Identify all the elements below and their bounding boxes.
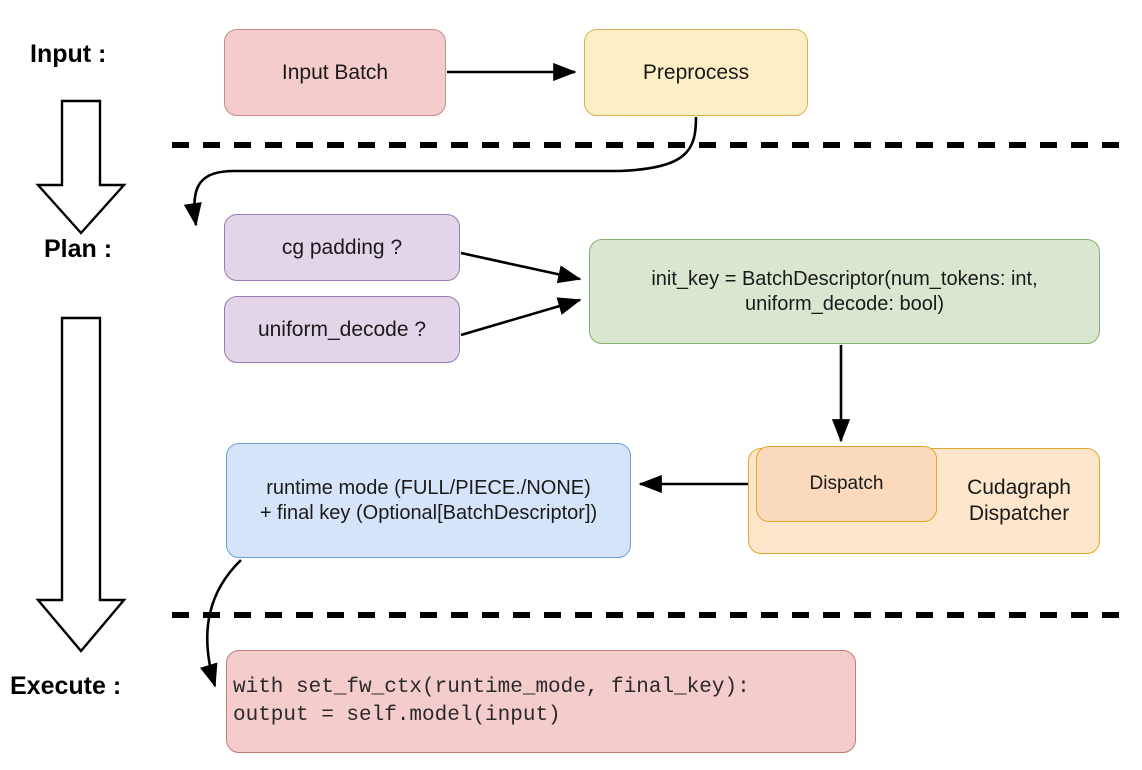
edge-uniform-decode-to-init-key bbox=[460, 297, 582, 337]
node-execute-code-label: with set_fw_ctx(runtime_mode, final_key)… bbox=[233, 676, 750, 727]
node-cg-padding[interactable]: cg padding ? bbox=[224, 214, 460, 281]
input-to-plan-arrow bbox=[35, 99, 127, 235]
plan-to-execute-arrow bbox=[35, 316, 127, 653]
node-init-key-label: init_key = BatchDescriptor(num_tokens: i… bbox=[651, 268, 1038, 315]
node-runtime-mode[interactable]: runtime mode (FULL/PIECE./NONE) + final … bbox=[226, 443, 631, 558]
node-input-batch-label: Input Batch bbox=[281, 60, 389, 84]
node-uniform-decode-label: uniform_decode ? bbox=[257, 317, 427, 341]
stage-label-input: Input : bbox=[30, 40, 107, 68]
edge-runtime-mode-to-execute-code bbox=[199, 559, 242, 688]
stage-label-execute: Execute : bbox=[10, 672, 122, 700]
node-dispatch[interactable]: Dispatch bbox=[756, 446, 937, 522]
node-execute-code[interactable]: with set_fw_ctx(runtime_mode, final_key)… bbox=[226, 650, 856, 753]
node-dispatch-label: Dispatch bbox=[809, 473, 884, 495]
edge-cg-padding-to-init-key bbox=[460, 251, 582, 284]
node-runtime-mode-label: runtime mode (FULL/PIECE./NONE) + final … bbox=[259, 477, 598, 524]
node-preprocess[interactable]: Preprocess bbox=[584, 29, 808, 116]
node-uniform-decode[interactable]: uniform_decode ? bbox=[224, 296, 460, 363]
stage-label-plan: Plan : bbox=[44, 235, 113, 263]
node-preprocess-label: Preprocess bbox=[642, 60, 750, 84]
node-cudagraph-dispatcher-label: Cudagraph Dispatcher bbox=[967, 476, 1071, 525]
node-init-key[interactable]: init_key = BatchDescriptor(num_tokens: i… bbox=[589, 239, 1100, 344]
node-cg-padding-label: cg padding ? bbox=[281, 235, 403, 259]
node-input-batch[interactable]: Input Batch bbox=[224, 29, 446, 116]
edge-preprocess-to-cg-padding bbox=[183, 116, 698, 227]
